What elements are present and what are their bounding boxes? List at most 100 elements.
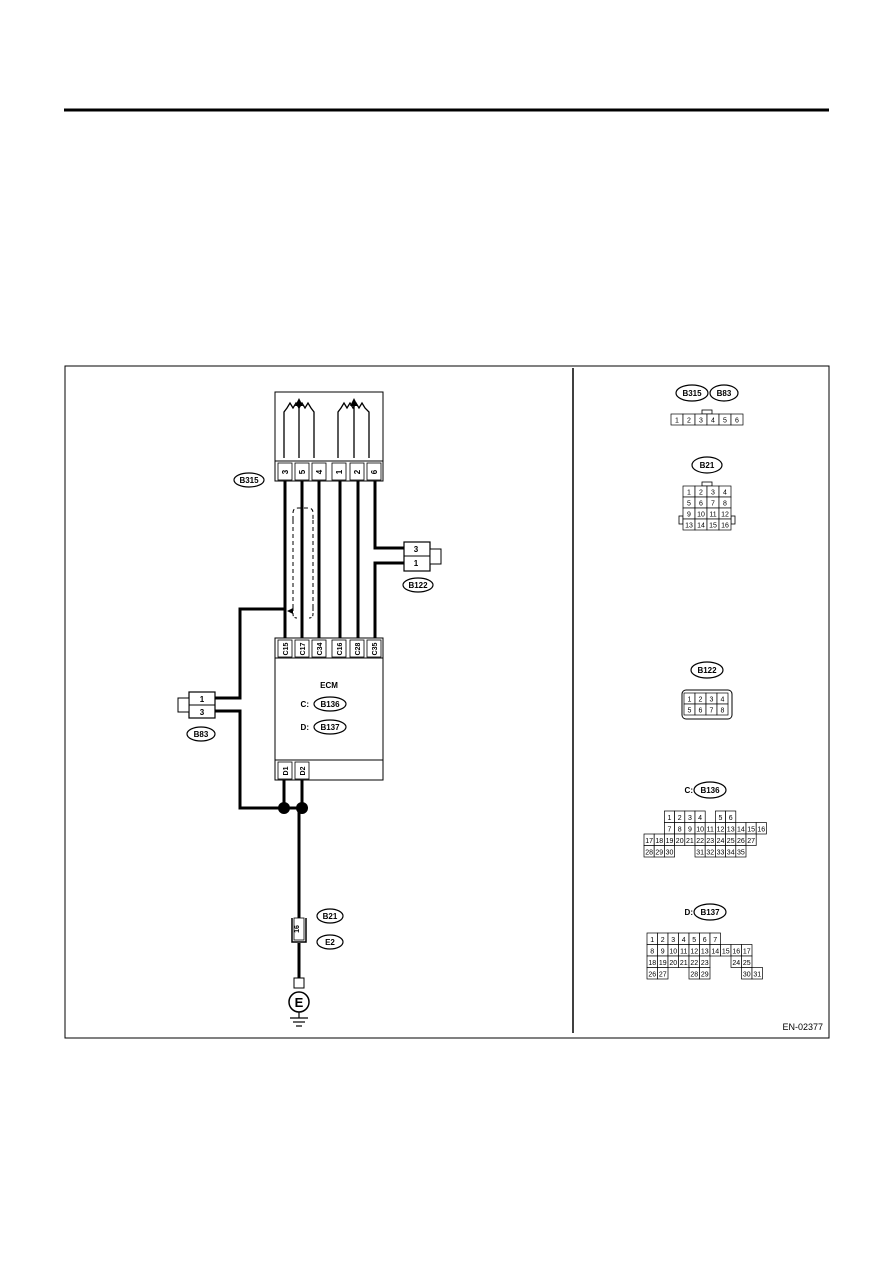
ecm-pin: D1 bbox=[283, 766, 290, 775]
diagram-frame bbox=[64, 365, 830, 1039]
b315-pin: 3 bbox=[281, 469, 290, 474]
pin-number: 11 bbox=[709, 512, 716, 519]
figure-id: EN-02377 bbox=[782, 1022, 823, 1032]
view-b83-label: B83 bbox=[717, 389, 732, 398]
pin-number: 1 bbox=[668, 815, 672, 822]
pin-number: 4 bbox=[698, 815, 702, 822]
pin-number: 30 bbox=[743, 972, 751, 979]
pin-number: 7 bbox=[710, 708, 714, 715]
signal-wires bbox=[283, 481, 405, 638]
pin-number: 5 bbox=[723, 418, 727, 425]
ground-connector: 16 B21 E2 bbox=[291, 908, 344, 950]
pin-number: 5 bbox=[692, 937, 696, 944]
ecm-unit: C15 C17 C34 C16 C28 C35 ECM C: B136 D: B… bbox=[274, 637, 384, 781]
pin-number: 12 bbox=[721, 512, 729, 519]
pin-cell bbox=[730, 413, 744, 426]
pin-number: 18 bbox=[655, 838, 663, 845]
pin-cell bbox=[745, 833, 757, 846]
pin-number: 12 bbox=[690, 949, 698, 956]
pin-number: 22 bbox=[696, 838, 704, 845]
pin-number: 7 bbox=[668, 827, 672, 834]
ecm-c-prefix: C: bbox=[301, 700, 309, 709]
pin-cell bbox=[657, 967, 669, 980]
pin-number: 19 bbox=[666, 838, 674, 845]
b122-connector-label: B122 bbox=[402, 577, 434, 593]
pin-number: 14 bbox=[737, 827, 745, 834]
connector-b83: 1 3 bbox=[177, 691, 216, 719]
pin-number: 15 bbox=[747, 827, 755, 834]
pin-number: 2 bbox=[687, 418, 691, 425]
connector-b122: 3 1 bbox=[403, 541, 442, 572]
pin-number: 13 bbox=[727, 827, 735, 834]
pin-number: 20 bbox=[676, 838, 684, 845]
b83-label-text: B83 bbox=[194, 730, 209, 739]
pin-number: 5 bbox=[688, 708, 692, 715]
pin-number: 10 bbox=[696, 827, 704, 834]
b83-pin: 1 bbox=[200, 695, 205, 704]
ecm-pin: C15 bbox=[283, 642, 290, 655]
ecm-title: ECM bbox=[320, 681, 338, 690]
pin-number: 28 bbox=[690, 972, 698, 979]
pin-number: 5 bbox=[719, 815, 723, 822]
ground-label-top: B21 bbox=[323, 912, 338, 921]
pin-number: 17 bbox=[743, 949, 751, 956]
b122-pin: 3 bbox=[414, 545, 419, 554]
pin-number: 24 bbox=[732, 960, 740, 967]
sensor-unit bbox=[274, 391, 384, 462]
pin-number: 14 bbox=[697, 523, 705, 530]
pin-number: 2 bbox=[678, 815, 682, 822]
b315-pin: 1 bbox=[335, 469, 344, 474]
b122-label-text: B122 bbox=[408, 581, 428, 590]
view-b137-label: B137 bbox=[700, 908, 720, 917]
ecm-pin: C16 bbox=[337, 642, 344, 655]
view-b136-prefix: C: bbox=[685, 786, 693, 795]
pin-number: 27 bbox=[659, 972, 667, 979]
ecm-pin: C35 bbox=[372, 642, 379, 655]
sensor-connector-b315: 3 5 4 1 2 6 bbox=[274, 460, 384, 482]
pin-number: 10 bbox=[697, 512, 705, 519]
view-b21-label: B21 bbox=[700, 461, 715, 470]
pin-cell bbox=[664, 845, 675, 858]
view-b137-prefix: D: bbox=[685, 908, 693, 917]
b315-label-text: B315 bbox=[239, 476, 259, 485]
pin-number: 7 bbox=[713, 937, 717, 944]
b122-pin: 1 bbox=[414, 559, 419, 568]
b315-connector-label: B315 bbox=[233, 472, 265, 488]
pin-number: 6 bbox=[699, 501, 703, 508]
pin-cell bbox=[699, 967, 711, 980]
pin-number: 22 bbox=[690, 960, 698, 967]
pin-number: 4 bbox=[723, 490, 727, 497]
pin-number: 2 bbox=[699, 490, 703, 497]
pin-number: 13 bbox=[685, 523, 693, 530]
ecm-d-prefix: D: bbox=[301, 723, 309, 732]
pin-number: 23 bbox=[706, 838, 714, 845]
ground-symbol-letter: E bbox=[295, 995, 304, 1010]
pin-number: 8 bbox=[721, 708, 725, 715]
ecm-pin: C34 bbox=[317, 642, 324, 655]
pin-number: 9 bbox=[687, 512, 691, 519]
pin-number: 3 bbox=[711, 490, 715, 497]
b315-pin: 2 bbox=[353, 469, 362, 474]
pin-number: 6 bbox=[703, 937, 707, 944]
view-b315-label: B315 bbox=[682, 389, 702, 398]
pin-number: 15 bbox=[722, 949, 730, 956]
pin-number: 35 bbox=[737, 850, 745, 857]
pin-number: 26 bbox=[737, 838, 745, 845]
pin-number: 15 bbox=[709, 523, 717, 530]
pin-number: 16 bbox=[721, 523, 729, 530]
pin-number: 18 bbox=[648, 960, 656, 967]
ecm-pin: C28 bbox=[355, 642, 362, 655]
b83-connector-label: B83 bbox=[186, 726, 216, 742]
pin-number: 1 bbox=[650, 937, 654, 944]
pin-number: 3 bbox=[688, 815, 692, 822]
pin-number: 2 bbox=[699, 697, 703, 704]
pin-number: 11 bbox=[707, 827, 714, 834]
pin-number: 34 bbox=[727, 850, 735, 857]
pin-number: 13 bbox=[701, 949, 709, 956]
view-b136-label: B136 bbox=[700, 786, 720, 795]
pin-number: 31 bbox=[696, 850, 704, 857]
